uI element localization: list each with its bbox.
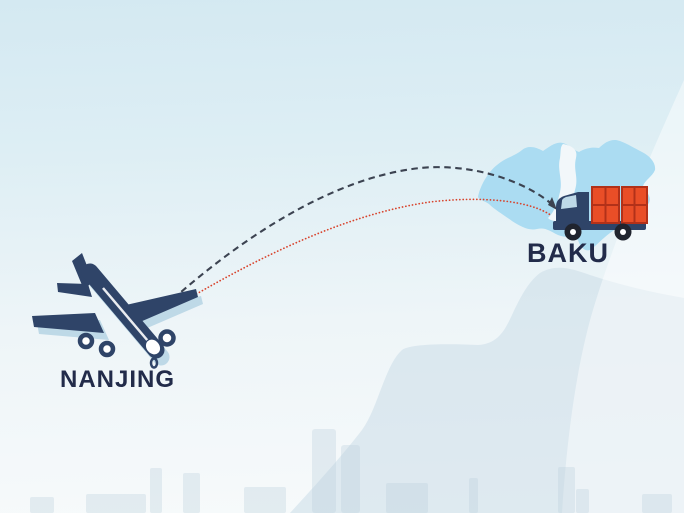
airplane-nose [144, 338, 162, 356]
wave-background [290, 267, 684, 513]
airplane-fuselage-stripe [102, 287, 149, 342]
airplane-landing-gear [77, 329, 176, 358]
origin-city-label: NANJING [60, 366, 176, 393]
airplane-icon [32, 253, 203, 369]
light-swoosh [562, 80, 684, 513]
truck-window [561, 195, 577, 209]
truck-rear-wheel-hub [620, 229, 626, 235]
airplane-nose-gear [149, 357, 159, 369]
airplane-tail-stabilizer [57, 283, 92, 297]
air-route-arrowhead [548, 197, 557, 210]
airplane-body [32, 253, 198, 369]
truck-container-2-grid [621, 186, 648, 224]
airplane-right-wing [126, 289, 198, 322]
truck-front-wheel-hub [570, 229, 576, 235]
airplane-left-wing [32, 313, 104, 333]
truck-container-1-grid [591, 186, 620, 224]
cargo-truck-icon [553, 186, 648, 241]
destination-city-label: BAKU [527, 238, 609, 268]
ground-route-dotted-line [175, 198, 553, 307]
air-route-dashed-line [172, 166, 555, 300]
city-skyline [30, 429, 672, 513]
